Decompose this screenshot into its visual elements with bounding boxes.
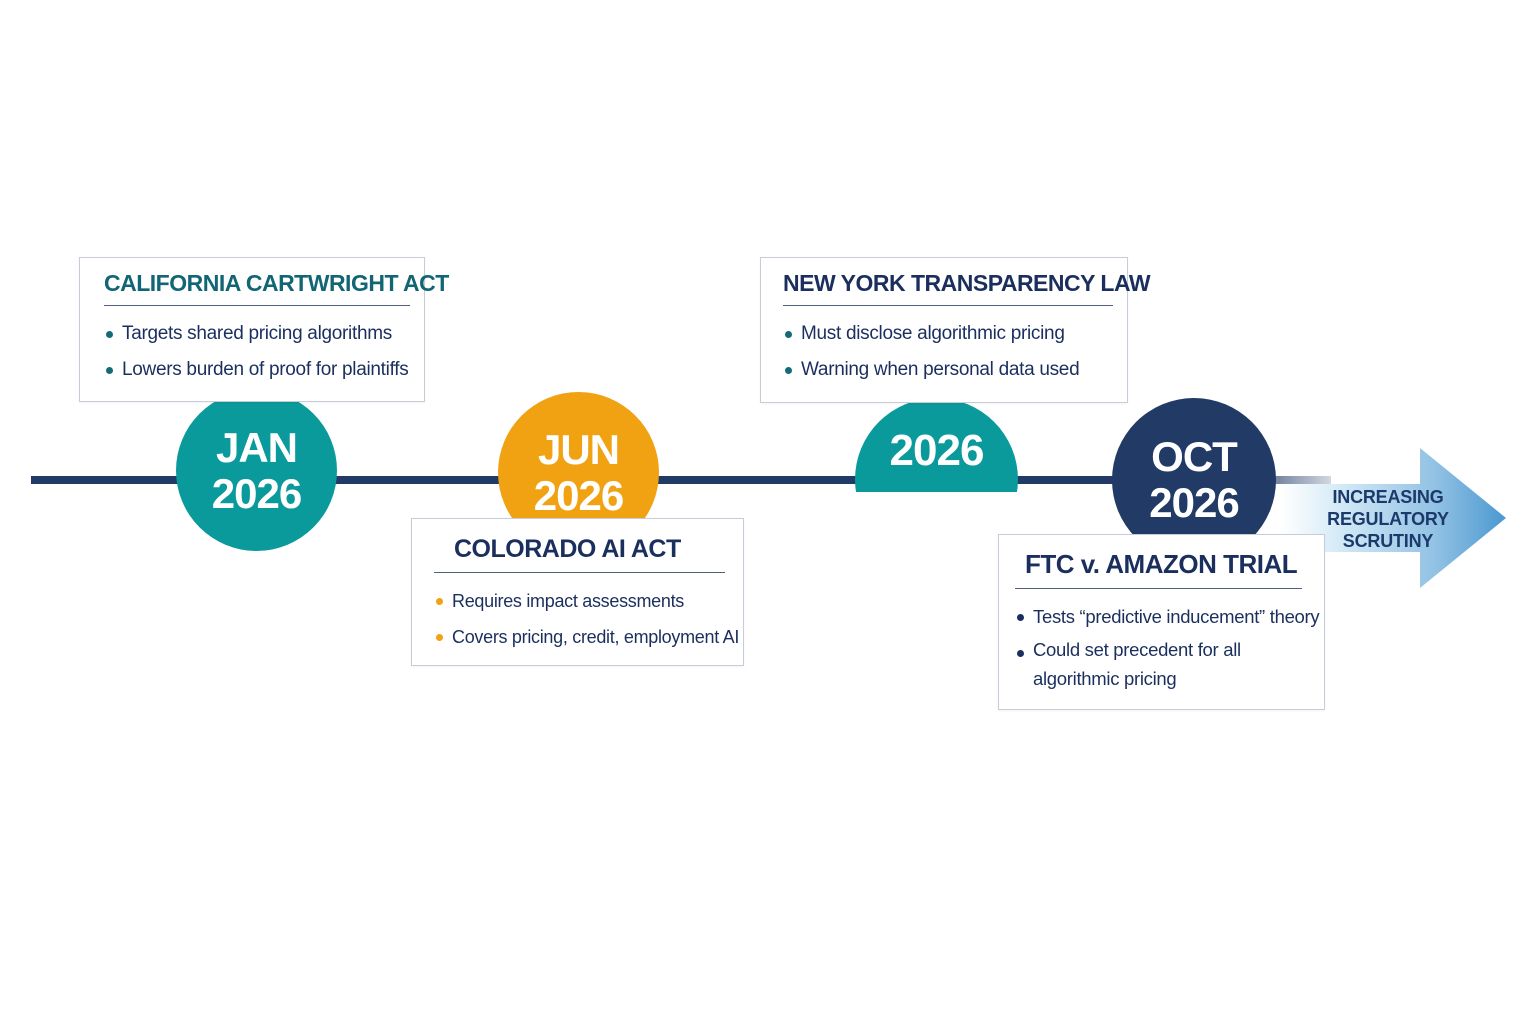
milestone-month: OCT xyxy=(1151,433,1238,480)
card-new-york-transparency-law: NEW YORK TRANSPARENCY LAW Must disclose … xyxy=(760,257,1151,403)
card-colorado-ai-act: COLORADO AI ACT Requires impact assessme… xyxy=(411,518,744,666)
milestone-month: JAN xyxy=(215,423,298,471)
card-title: COLORADO AI ACT xyxy=(434,535,725,573)
bullet-item: Tests “predictive inducement” theory xyxy=(1015,599,1320,635)
milestone-year: 2026 xyxy=(1149,479,1239,526)
card-ftc-v-amazon-trial: FTC v. AMAZON TRIAL Tests “predictive in… xyxy=(998,534,1325,710)
bullet-item: Covers pricing, credit, employment AI xyxy=(434,619,739,655)
arrow-label: INCREASING REGULATORY SCRUTINY xyxy=(1298,486,1478,552)
bullet-item: Could set precedent for all algorithmic … xyxy=(1015,635,1275,693)
card-title: FTC v. AMAZON TRIAL xyxy=(1015,549,1302,589)
milestone-year: 2026 xyxy=(211,469,302,517)
card-california-cartwright-act: CALIFORNIA CARTWRIGHT ACT Targets shared… xyxy=(79,257,449,402)
milestone-year: 2026 xyxy=(533,471,624,519)
bullet-list: Tests “predictive inducement” theory Cou… xyxy=(1015,599,1320,693)
milestone-month: JUN xyxy=(537,425,620,473)
milestone-2026: 2026 xyxy=(853,398,1020,563)
milestone-jan-2026: JAN 2026 xyxy=(176,390,337,551)
arrow-label-line-1: INCREASING xyxy=(1332,487,1444,507)
increasing-scrutiny-arrow: INCREASING REGULATORY SCRUTINY xyxy=(1280,448,1506,588)
arrow-right-icon xyxy=(1280,448,1506,588)
bullet-list: Must disclose algorithmic pricing Warnin… xyxy=(783,316,1113,388)
bullet-item: Targets shared pricing algorithms xyxy=(104,316,410,352)
bullet-item: Lowers burden of proof for plaintiffs xyxy=(104,352,410,388)
bullet-item: Requires impact assessments xyxy=(434,583,725,619)
bullet-list: Targets shared pricing algorithms Lowers… xyxy=(104,316,410,388)
card-title: CALIFORNIA CARTWRIGHT ACT xyxy=(104,270,449,306)
bullet-item: Warning when personal data used xyxy=(783,352,1113,388)
bullet-item: Must disclose algorithmic pricing xyxy=(783,316,1113,352)
bullet-list: Requires impact assessments Covers prici… xyxy=(434,583,739,655)
milestone-year: 2026 xyxy=(889,426,985,475)
card-title: NEW YORK TRANSPARENCY LAW xyxy=(783,270,1151,306)
half-circle-mask xyxy=(853,492,1020,563)
arrow-label-line-3: SCRUTINY xyxy=(1342,531,1434,551)
timeline-axis xyxy=(31,476,1331,484)
milestone-jun-2026: JUN 2026 xyxy=(498,392,659,553)
arrow-label-line-2: REGULATORY xyxy=(1327,509,1449,529)
